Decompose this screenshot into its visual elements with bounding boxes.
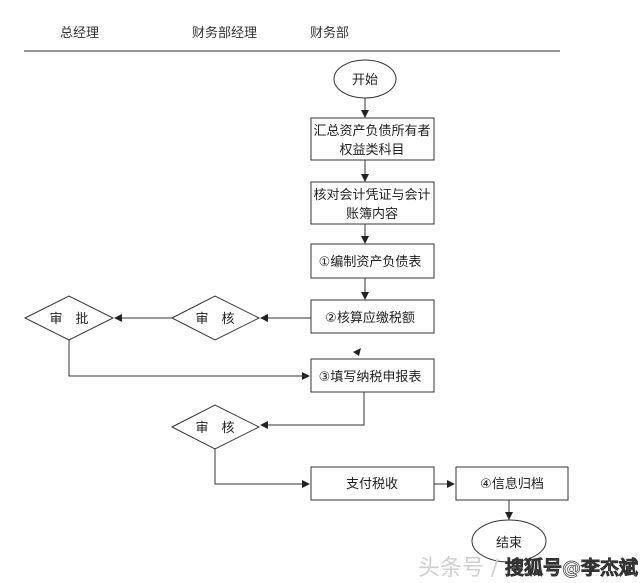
summarize-box [310, 117, 435, 161]
step1-box [310, 243, 435, 279]
step4-box [455, 466, 569, 501]
summarize-line1: 汇总资产负债所有者 [313, 124, 430, 139]
end-node [471, 519, 547, 563]
step4-label: ④信息归档 [480, 476, 544, 492]
pay-label: 支付税收 [346, 477, 398, 492]
step3-label: ③填写纳税申报表 [319, 370, 422, 385]
step2-label: ②核算应缴税额 [325, 310, 415, 326]
edge-step3-review2 [260, 392, 365, 429]
step2-box [310, 299, 435, 334]
watermark-name: 搜狐号@李杰斌 [505, 556, 638, 579]
step1-label: ①编制资产负债表 [319, 255, 422, 270]
end-label: 结束 [496, 536, 522, 551]
review2-diamond [170, 404, 261, 450]
check-line2: 账簿内容 [346, 206, 398, 222]
approve-diamond [23, 295, 115, 341]
pay-box [310, 466, 435, 501]
start-label: 开始 [352, 73, 378, 88]
step3-box [310, 358, 435, 393]
lane-header-gm: 总经理 [60, 26, 99, 41]
summarize-line2: 权益类科目 [339, 142, 404, 158]
stray-arrowhead [353, 348, 361, 356]
check-line1: 核对会计凭证与会计 [313, 188, 430, 203]
review2-label: 审 核 [195, 421, 234, 436]
review1-diamond [170, 295, 261, 341]
edge-review2-pay [214, 449, 310, 488]
lane-header-finance-dept: 财务部 [310, 25, 349, 41]
review1-label: 审 核 [195, 312, 234, 327]
watermark-prefix: 头条号 / [418, 556, 499, 581]
check-box [310, 181, 435, 225]
approve-label: 审 批 [49, 312, 88, 327]
lane-header-finance-manager: 财务部经理 [192, 25, 257, 41]
edge-approve-step3 [68, 340, 310, 380]
